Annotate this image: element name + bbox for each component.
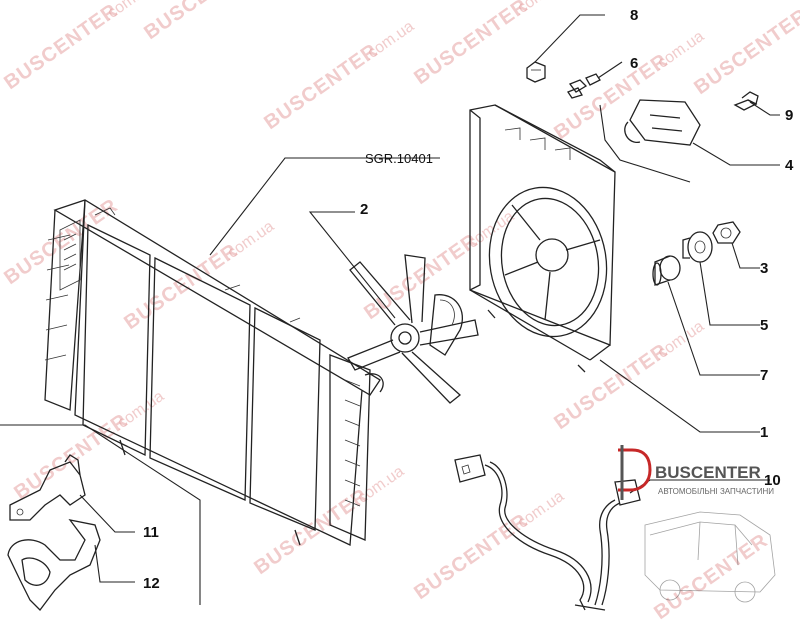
bracket-12 [7, 519, 101, 611]
fan-shroud [469, 104, 616, 373]
callout-2: 2 [360, 201, 368, 218]
fan [347, 254, 479, 404]
callout-6: 6 [630, 55, 638, 72]
logo-mark [618, 448, 652, 492]
watermark-brand: BUSCENTER [690, 5, 800, 100]
callout-3: 3 [760, 260, 768, 277]
spacer-7 [652, 255, 681, 286]
watermark-brand: BUSCENTER [410, 0, 532, 89]
watermark-brand: BUSCENTER [140, 0, 262, 44]
wiring-harness-10 [454, 454, 641, 611]
radiator [44, 199, 384, 546]
logo-subtitle: АВТОМОБІЛЬНІ ЗАПЧАСТИНИ [658, 487, 774, 496]
bolt-8 [526, 61, 546, 83]
callouts: SGR.10401 8 6 9 4 2 3 5 7 1 10 11 12 [143, 7, 794, 592]
brand-logo: BUSCENTER АВТОМОБІЛЬНІ ЗАПЧАСТИНИ [618, 445, 774, 500]
callout-5: 5 [760, 317, 768, 334]
logo-name: BUSCENTER [655, 463, 761, 482]
grommet-5 [682, 231, 713, 263]
bracket-11 [9, 454, 86, 521]
reference-label: SGR.10401 [365, 151, 433, 166]
callout-1: 1 [760, 424, 768, 441]
callout-7: 7 [760, 367, 768, 384]
callout-9: 9 [785, 107, 793, 124]
bolt-9 [733, 91, 759, 111]
watermark-domain: .com.ua [511, 0, 567, 19]
van-illustration [644, 511, 776, 603]
resistor-4 [624, 99, 701, 146]
callout-4: 4 [785, 157, 794, 174]
watermark-brand: BUSCENTER [650, 530, 772, 625]
bolt-6 [567, 73, 601, 99]
callout-10: 10 [764, 472, 781, 489]
callout-8: 8 [630, 7, 638, 24]
watermark-brand: BUSCENTER [0, 195, 122, 290]
callout-11: 11 [143, 524, 159, 541]
nut-3 [712, 221, 741, 244]
callout-12: 12 [143, 575, 160, 592]
